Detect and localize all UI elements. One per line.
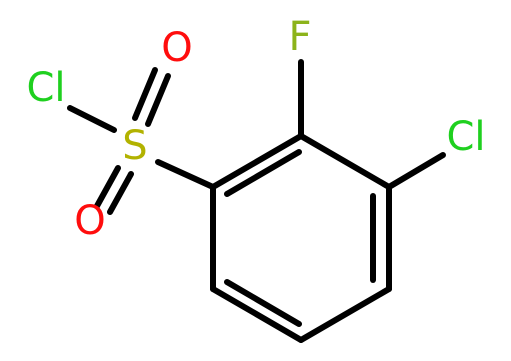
- bond-c-cl: [386, 152, 446, 190]
- bond-ring-c4-c5: [298, 286, 392, 343]
- bond-ring-c1-c2-inner: [224, 149, 302, 197]
- bond-s-o-top-b: [145, 73, 171, 127]
- bond-s-o-bottom-b: [107, 171, 134, 215]
- bond-cl-s: [67, 105, 117, 133]
- bond-layer: [67, 59, 446, 343]
- atom-label-layer: Cl S O O F Cl: [26, 14, 485, 244]
- atom-cl-ring: Cl: [446, 114, 485, 160]
- atom-oxygen-bottom: O: [74, 198, 105, 244]
- atom-sulfur: S: [122, 123, 147, 169]
- atom-oxygen-top: O: [161, 25, 192, 71]
- bond-s-ring: [155, 159, 216, 190]
- bond-ring-c2-c3: [298, 133, 392, 190]
- bond-ring-c5-c6: [210, 286, 304, 343]
- bond-s-o-bottom-a: [94, 165, 121, 209]
- atom-fluorine: F: [288, 14, 311, 60]
- bond-s-o-top-a: [132, 67, 158, 121]
- bond-ring-c1-c2: [210, 133, 304, 190]
- atom-cl-sulfonyl: Cl: [26, 65, 65, 111]
- bond-ring-c5-c6-inner: [224, 279, 302, 327]
